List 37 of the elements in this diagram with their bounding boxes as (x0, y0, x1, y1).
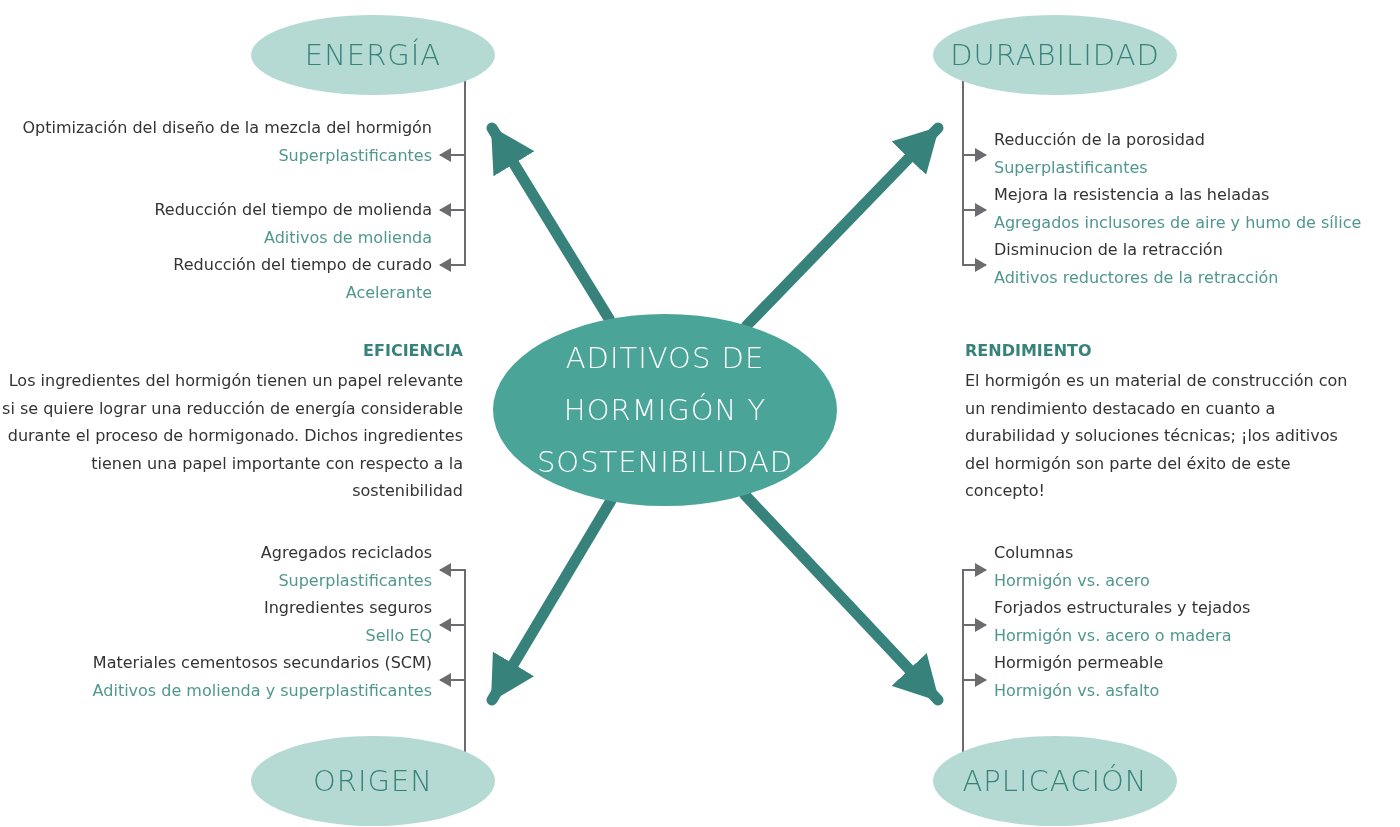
bracket-arrow (962, 673, 987, 753)
bracket-arrow (962, 80, 987, 272)
additive-text: Aditivos de molienda y superplastificantes (92, 679, 432, 702)
additive-text: Superplastificantes (277, 144, 432, 167)
description-paragraph: El hormigón es un material de construcción con un rendimiento destacado en cuanto a durabilidad y soluciones técnicas; ¡los aditivos del hormigón son parte del éxito de este concepto! (965, 370, 1349, 502)
category-heading: DURABILIDAD (950, 37, 1160, 73)
benefit-text: Reducción del tiempo de curado (173, 254, 432, 276)
benefit-text: Optimización del diseño de la mezcla del hormigón (22, 117, 432, 139)
additive-text: Hormigón vs. acero (994, 569, 1150, 592)
additive-text: Hormigón vs. acero o madera (994, 624, 1233, 647)
additive-text: Agregados inclusores de aire y humo de sílice (994, 211, 1362, 234)
additive-text: Sello EQ (364, 624, 432, 647)
additive-text: Superplastificantes (277, 569, 432, 592)
benefit-text: Reducción de la porosidad (994, 129, 1205, 151)
benefit-text: Reducción del tiempo de molienda (154, 199, 432, 221)
benefit-text: Columnas (994, 542, 1075, 564)
benefit-text: Hormigón permeable (994, 652, 1164, 674)
category-heading: ORIGEN (313, 763, 433, 799)
category-heading: APLICACIÓN (962, 763, 1148, 799)
benefit-text: Forjados estructurales y tejados (994, 597, 1251, 619)
section-heading: RENDIMIENTO (965, 340, 1092, 362)
additive-text: Acelerante (344, 281, 432, 304)
additive-text: Aditivos de molienda (263, 226, 432, 249)
benefit-text: Mejora la resistencia a las heladas (994, 184, 1271, 206)
bracket-arrow (439, 80, 466, 272)
section-heading: EFICIENCIA (363, 340, 463, 362)
central-title: ADITIVOS DE HORMIGÓN Y SOSTENIBILIDAD (535, 340, 795, 481)
benefit-text: Disminucion de la retracción (994, 239, 1224, 261)
benefit-text: Ingredientes seguros (263, 597, 432, 619)
description-paragraph: Los ingredientes del hormigón tienen un papel relevante si se quiere lograr una reducción de energía considerable durante el proceso de hormigonado. Dichos ingredientes tienen una papel importante con respecto a la sostenibilidad (1, 370, 463, 502)
additive-text: Aditivos reductores de la retracción (994, 266, 1279, 289)
category-heading: ENERGÍA (304, 37, 442, 73)
additive-text: Superplastificantes (994, 156, 1149, 179)
additive-text: Hormigón vs. asfalto (994, 679, 1161, 702)
benefit-text: Materiales cementosos secundarios (SCM) (92, 652, 432, 674)
benefit-text: Agregados reciclados (260, 542, 432, 564)
bracket-arrow (439, 673, 466, 753)
